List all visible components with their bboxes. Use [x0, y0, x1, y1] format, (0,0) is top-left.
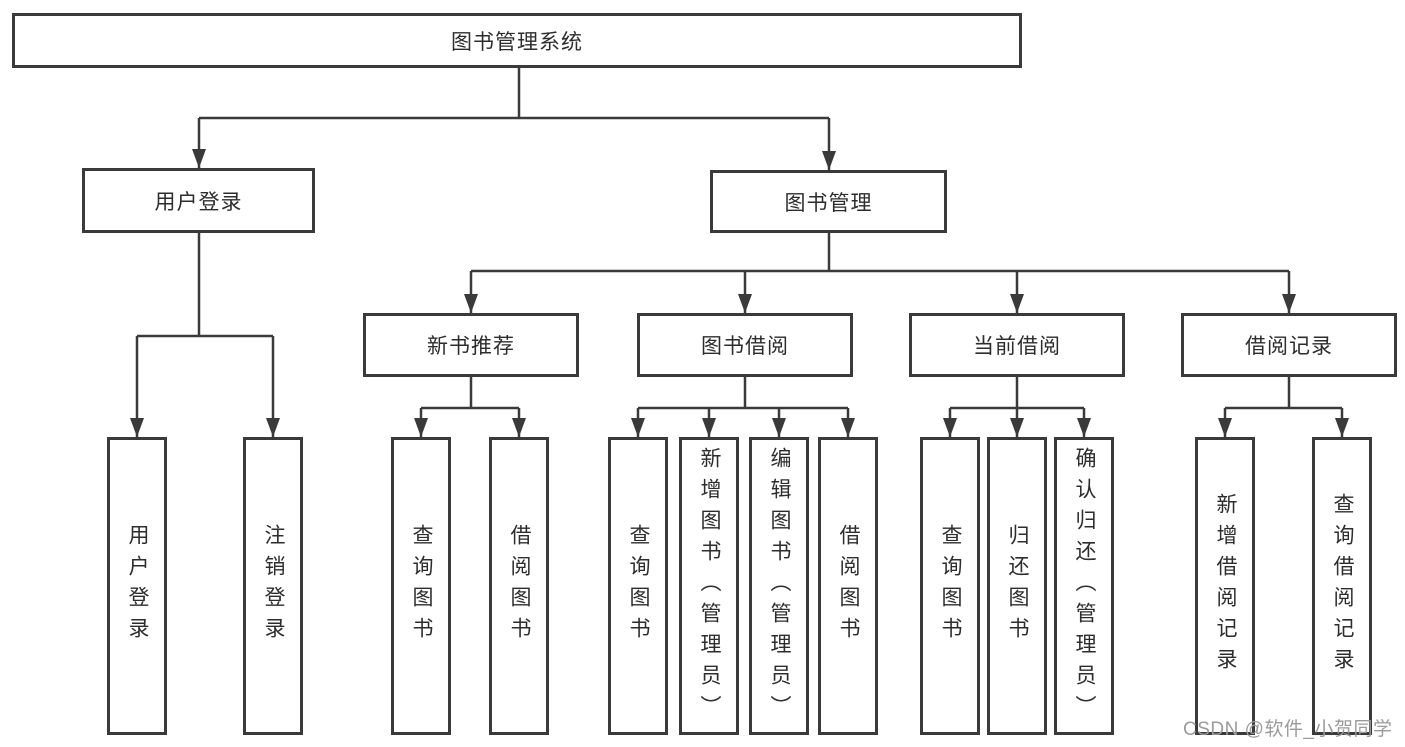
leaf-user-login: 用户登录 — [107, 437, 167, 735]
leaf-query-books-3: 查询图书 — [920, 437, 980, 735]
node-user-login: 用户登录 — [82, 168, 315, 233]
node-root: 图书管理系统 — [12, 13, 1022, 68]
leaf-add-book-admin: 新增图书（管理员） — [679, 437, 739, 735]
leaf-query-books-2: 查询图书 — [608, 437, 668, 735]
node-borrowing-records: 借阅记录 — [1181, 313, 1397, 377]
leaf-query-borrow-record: 查询借阅记录 — [1312, 437, 1372, 735]
csdn-watermark: CSDN @软件_小贺同学 — [1183, 719, 1393, 740]
node-book-management: 图书管理 — [710, 170, 947, 233]
leaf-add-borrow-record: 新增借阅记录 — [1195, 437, 1255, 735]
leaf-borrow-books-2: 借阅图书 — [818, 437, 878, 735]
node-book-borrowing: 图书借阅 — [637, 313, 853, 377]
leaf-confirm-return-admin: 确认归还（管理员） — [1054, 437, 1114, 735]
leaf-edit-book-admin: 编辑图书（管理员） — [749, 437, 809, 735]
leaf-query-books-1: 查询图书 — [391, 437, 451, 735]
node-current-borrowing: 当前借阅 — [909, 313, 1125, 377]
leaf-return-book: 归还图书 — [987, 437, 1047, 735]
node-new-book-recommend: 新书推荐 — [363, 313, 579, 377]
leaf-borrow-books-1: 借阅图书 — [489, 437, 549, 735]
leaf-logout: 注销登录 — [243, 437, 303, 735]
